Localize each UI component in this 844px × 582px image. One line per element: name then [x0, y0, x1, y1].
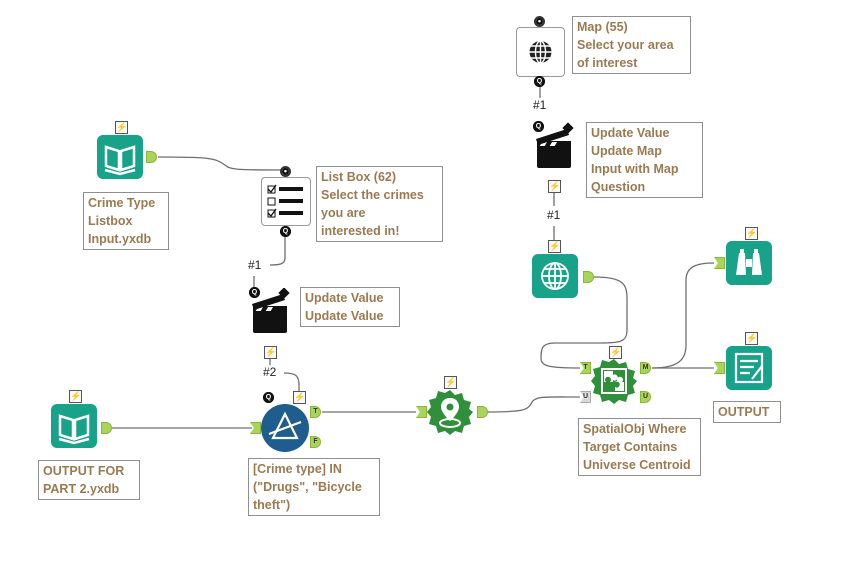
question-anchor-in[interactable]: Q: [263, 392, 274, 403]
question-anchor-in[interactable]: Q: [280, 166, 291, 177]
map-pin-icon: [427, 390, 473, 435]
action-update-value-tool[interactable]: [245, 287, 293, 336]
book-icon: [58, 414, 90, 445]
globe-icon: [541, 262, 569, 290]
filter-tool[interactable]: [261, 404, 309, 452]
question-anchor-in[interactable]: Q: [249, 287, 260, 298]
spatial-universe-anchor[interactable]: U: [580, 391, 591, 403]
run-indicator-icon: ⚡: [609, 346, 622, 359]
run-indicator-icon: ⚡: [745, 227, 758, 240]
wire-points-to-spatial: [486, 396, 581, 413]
spatial-matched-anchor[interactable]: M: [640, 362, 651, 374]
browse-input-anchor[interactable]: [714, 257, 725, 269]
browse-tool[interactable]: [726, 241, 772, 285]
create-points-tool[interactable]: [427, 389, 473, 435]
wire-listbox-to-action: [269, 236, 286, 266]
map-input-output-anchor[interactable]: [583, 271, 594, 283]
crime-input-output-anchor[interactable]: [146, 151, 157, 163]
part2-output-anchor[interactable]: [101, 422, 112, 434]
puzzle-icon: [591, 359, 637, 404]
connection-label: #1: [533, 98, 547, 112]
filter-false-anchor[interactable]: F: [310, 436, 321, 448]
output-part2-annotation: OUTPUT FOR PART 2.yxdb: [38, 460, 140, 500]
map-input-tool[interactable]: [532, 254, 578, 298]
question-anchor-in[interactable]: Q: [534, 16, 545, 27]
crime-type-input-tool[interactable]: [97, 135, 143, 179]
clapperboard-icon: [245, 287, 290, 333]
filter-icon: [268, 411, 302, 440]
map-question-tool[interactable]: [516, 27, 565, 77]
run-indicator-icon: ⚡: [444, 376, 457, 389]
binoculars-icon: [736, 249, 762, 275]
connection-label: #1: [547, 208, 561, 222]
filter-input-anchor[interactable]: [250, 422, 261, 434]
action-update-value-annotation: Update Value Update Value: [300, 287, 400, 327]
wire-crime-input-to-listbox: [157, 156, 286, 171]
checklist-icon: [267, 184, 303, 218]
action-output-bolt[interactable]: ⚡: [264, 346, 277, 359]
globe-icon: [529, 40, 552, 64]
action-update-map-tool[interactable]: [529, 121, 577, 173]
filter-true-anchor[interactable]: T: [310, 406, 321, 418]
map-input-bolt[interactable]: ⚡: [548, 240, 561, 253]
map-question-annotation: Map (55) Select your area of interest: [572, 16, 691, 74]
create-points-output-anchor[interactable]: [477, 406, 488, 418]
crime-input-annotation: Crime Type Listbox Input.yxdb: [83, 192, 169, 250]
spatial-match-annotation: SpatialObj Where Target Contains Univers…: [578, 418, 701, 476]
book-icon: [104, 145, 136, 176]
output-part2-input-tool[interactable]: [51, 404, 97, 448]
clapperboard-icon: [529, 122, 574, 168]
output-annotation: OUTPUT: [713, 401, 781, 423]
question-anchor-out[interactable]: Q: [534, 76, 545, 87]
output-data-tool[interactable]: [726, 346, 772, 390]
question-anchor-out[interactable]: Q: [280, 226, 291, 237]
spatial-match-tool[interactable]: [591, 358, 637, 404]
list-box-tool[interactable]: [261, 177, 311, 226]
spatial-unmatched-anchor[interactable]: U: [640, 391, 651, 403]
create-points-input-anchor[interactable]: [416, 406, 427, 418]
run-indicator-icon: ⚡: [745, 332, 758, 345]
wire-spatial-to-browse: [651, 262, 715, 369]
wire-label2-to-filter: [283, 372, 300, 392]
filter-bolt-input[interactable]: ⚡: [293, 391, 306, 404]
run-indicator-icon: ⚡: [115, 121, 128, 134]
action-output-bolt[interactable]: ⚡: [548, 180, 561, 193]
connection-label: #2: [263, 365, 277, 379]
run-indicator-icon: ⚡: [69, 390, 82, 403]
output-input-anchor[interactable]: [714, 362, 725, 374]
connection-label: #1: [248, 258, 262, 272]
question-anchor-in[interactable]: Q: [533, 121, 544, 132]
filter-annotation: [Crime type] IN ("Drugs", "Bicycle theft…: [248, 458, 380, 516]
action-update-map-annotation: Update Value Update Map Input with Map Q…: [586, 122, 703, 198]
list-box-annotation: List Box (62) Select the crimes you are …: [316, 166, 443, 242]
output-icon: [734, 352, 764, 384]
spatial-target-anchor[interactable]: T: [580, 362, 591, 374]
